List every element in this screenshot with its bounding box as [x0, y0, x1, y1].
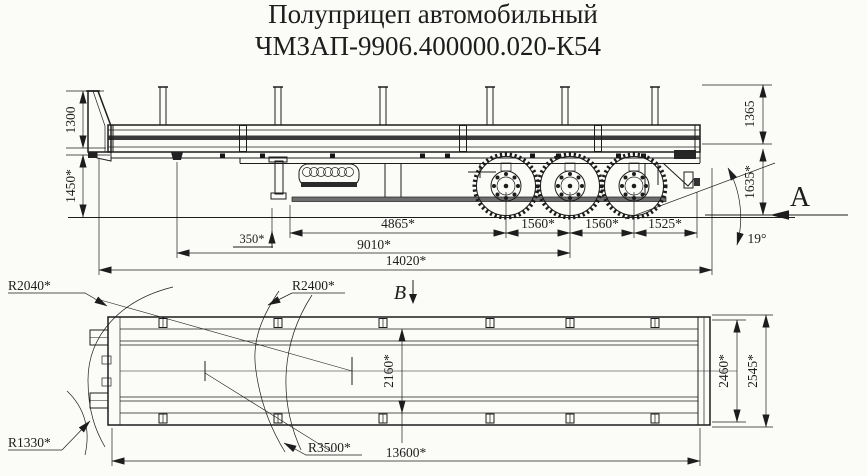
dim-13600: 13600* — [386, 445, 427, 460]
title-block: Полуприцеп автомобильный ЧМЗАП-9906.4000… — [255, 0, 602, 61]
dim-departure-angle: 19° — [748, 231, 767, 246]
dim-r2400: R2400* — [292, 278, 335, 293]
dim-1635: 1635* — [742, 165, 757, 199]
rear-underrun — [662, 125, 701, 189]
view-a-label: A — [790, 182, 811, 213]
turning-radius-construction — [66, 286, 353, 456]
title-line-2: ЧМЗАП-9906.400000.020-К54 — [255, 31, 602, 61]
landing-gear — [268, 156, 288, 200]
dim-2545: 2545* — [745, 354, 760, 388]
top-view-dimensions: R2040* R2400* R1330* R3500* 2160* 2460* — [8, 278, 773, 466]
dim-r2040: R2040* — [8, 278, 51, 293]
dim-1300-group: 1300 — [63, 90, 106, 149]
radius-arc-r3500 — [285, 294, 313, 451]
dim-1525: 1525* — [648, 216, 682, 231]
dim-1560-b: 1560* — [585, 216, 619, 231]
dim-350: 350* — [240, 232, 265, 246]
dim-r3500: R3500* — [308, 440, 351, 455]
radius-arc-r2400 — [254, 290, 286, 453]
dim-2160-group: 2160* — [381, 328, 406, 443]
dim-2160: 2160* — [381, 354, 396, 388]
dim-14020-group: 14020* — [98, 158, 713, 275]
front-brackets — [89, 329, 112, 409]
label-r2040-group: R2040* — [8, 278, 108, 307]
dim-13600-group: 13600* — [111, 428, 701, 466]
kingpin — [171, 152, 183, 160]
radius-arc-r1330 — [66, 390, 88, 456]
dim-1365: 1365 — [742, 100, 757, 127]
dim-1365-group: 1365 — [702, 84, 772, 145]
dim-2460: 2460* — [716, 354, 731, 388]
spare-wheel — [298, 163, 360, 187]
side-view-drawing: 19° A — [68, 86, 848, 246]
dim-axle-chain-group: 4865* 1560* 1560* 1525* — [289, 192, 698, 258]
dim-1635-group: 1635* — [742, 148, 767, 216]
stake-pockets — [158, 318, 660, 424]
dim-9010-group: 9010* — [176, 237, 571, 257]
top-view-drawing: В — [66, 280, 737, 456]
view-a-marker: A — [705, 182, 848, 220]
radius-arc-r2040 — [87, 286, 174, 448]
dim-2545-group: 2545* — [712, 314, 773, 428]
label-r2400-group: R2400* — [267, 278, 345, 306]
dim-r1330: R1330* — [8, 435, 51, 450]
dim-1450: 1450* — [63, 169, 78, 203]
dim-9010: 9010* — [357, 237, 391, 252]
axle-hangers — [500, 162, 640, 172]
label-r1330-group: R1330* — [8, 420, 91, 451]
label-r3500-group: R3500* — [283, 440, 362, 456]
stake-posts — [158, 86, 660, 126]
side-view-dimensions: 1300 1450* 1365 1635* 350* — [63, 84, 772, 275]
view-b-marker: В — [394, 280, 417, 304]
dim-4865: 4865* — [381, 216, 415, 231]
dim-1560-a: 1560* — [521, 216, 555, 231]
view-b-label: В — [394, 282, 406, 304]
departure-angle: 19° — [624, 162, 776, 246]
dim-14020: 14020* — [386, 253, 427, 268]
dim-350-group: 350* — [176, 162, 276, 258]
side-boards — [107, 124, 701, 153]
dim-2460-group: 2460* — [712, 319, 746, 423]
dim-1450-group: 1450* — [63, 154, 110, 218]
view-a-arrow-icon — [770, 210, 789, 220]
dim-1300: 1300 — [63, 106, 78, 133]
title-line-1: Полуприцеп автомобильный — [268, 0, 598, 29]
